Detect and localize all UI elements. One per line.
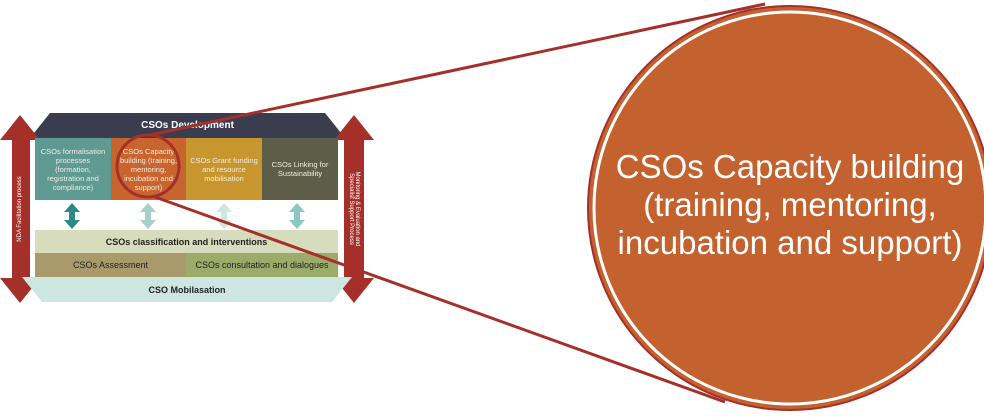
highlight-circle xyxy=(115,133,181,199)
box-linking: CSOs Linking for Sustainability xyxy=(262,138,338,200)
box-formalisation: CSOs formalisation processes (formation,… xyxy=(35,138,111,200)
zoom-circle-ring xyxy=(592,10,984,406)
right-double-arrow xyxy=(334,115,374,303)
zoom-circle xyxy=(587,5,984,411)
callout-line-bottom xyxy=(154,195,726,404)
mobilisation-shape xyxy=(22,277,352,302)
double-arrow-icon xyxy=(289,203,305,229)
assessment-band: CSOs Assessment xyxy=(35,253,186,277)
double-arrow-icon xyxy=(140,203,156,229)
callout-line-top xyxy=(149,2,766,137)
left-double-arrow xyxy=(0,115,40,303)
box-grant-funding: CSOs Grant funding and resource mobilisa… xyxy=(186,138,262,200)
mobilisation-band: CSO Mobilasation xyxy=(148,284,226,295)
consultation-band: CSOs consultation and dialogues xyxy=(186,253,338,277)
double-arrow-icon xyxy=(64,203,80,229)
zoom-circle-label: CSOs Capacity building (training, mentor… xyxy=(615,148,965,261)
connector-arrows xyxy=(64,203,305,229)
